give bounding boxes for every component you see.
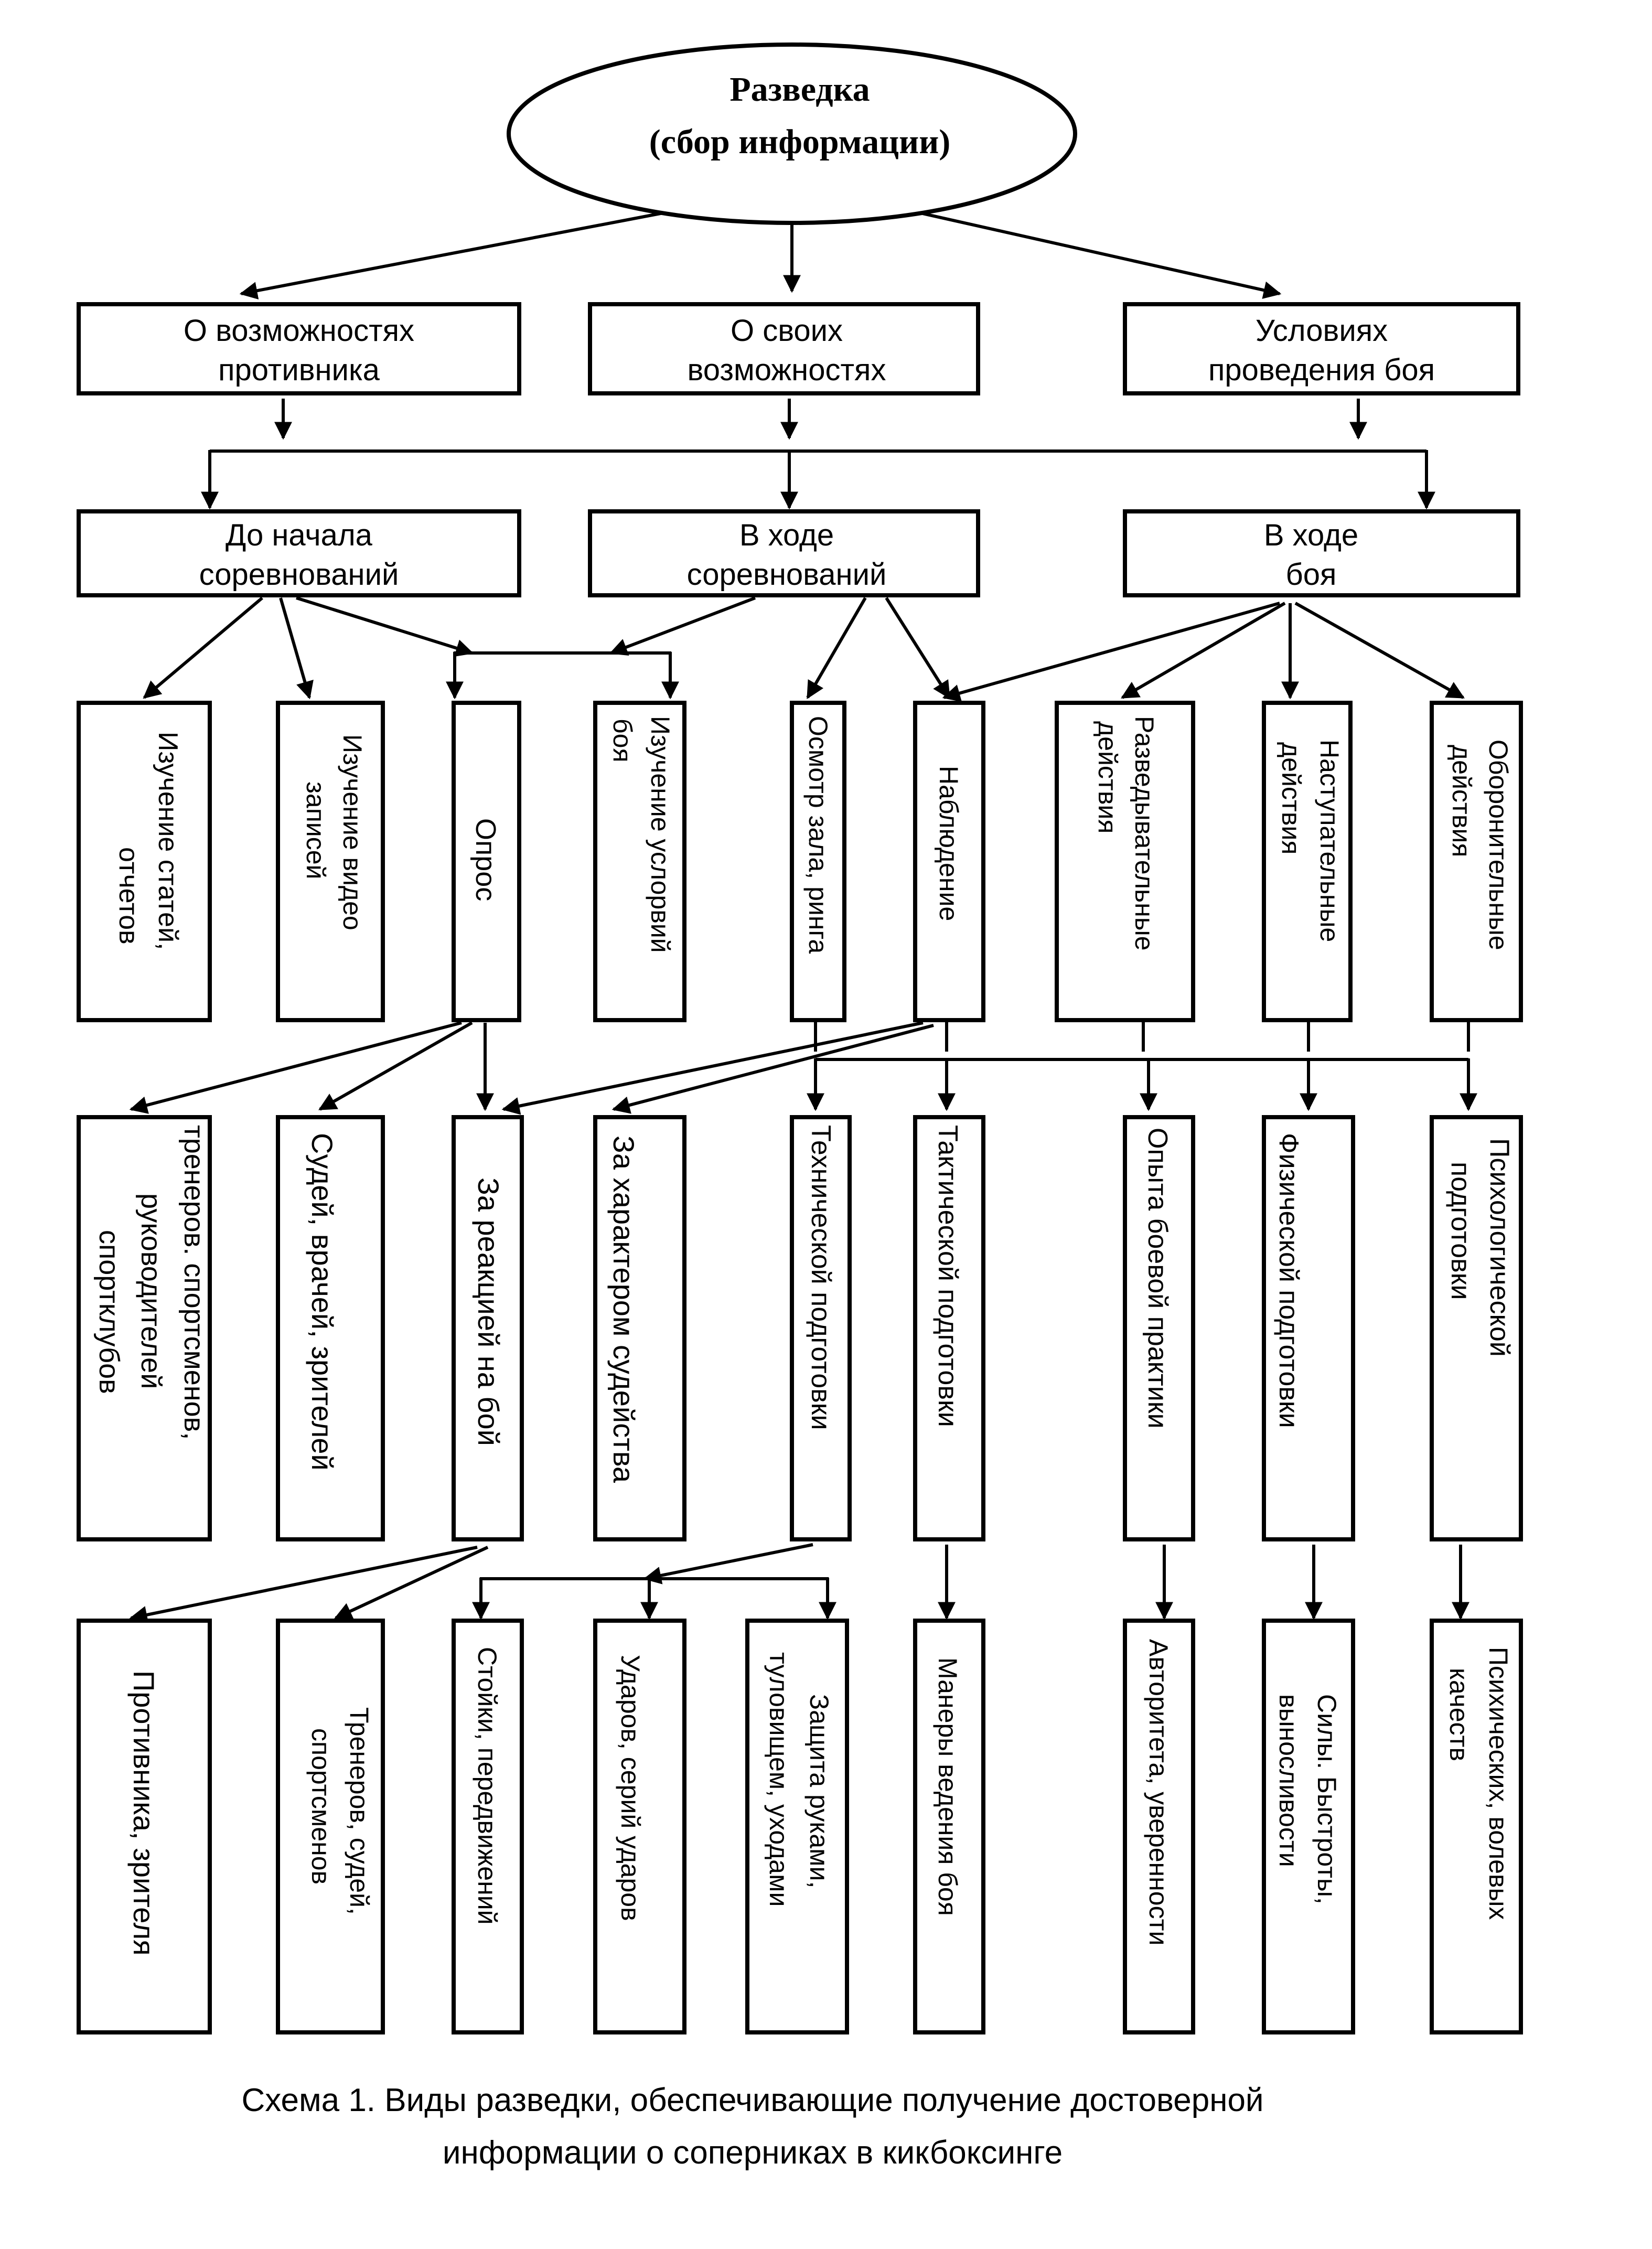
level3-box-conditions: Изучение услорвий боя: [593, 701, 686, 1022]
level3-box-recon-actions: Разведывательные действия: [1055, 701, 1195, 1022]
level5-box-coaches-judges: Тренеров, судей, спортсменов: [276, 1619, 385, 2034]
level3-label: действия: [1447, 745, 1476, 857]
level4-label: подготовки: [1445, 1162, 1476, 1300]
level5-label: Манеры ведения боя: [933, 1657, 962, 1916]
level3-box-articles: Изучение статей, отчетов: [77, 701, 212, 1022]
level4-box-reaction: За реакцией на бой: [452, 1115, 524, 1541]
figure-caption-line2: информации о соперниках в кикбоксинге: [443, 2135, 1063, 2171]
level3-label: действия: [1093, 721, 1122, 833]
level4-label: Физической подготовки: [1273, 1133, 1304, 1428]
level2-box-before: До начала соревнований: [77, 509, 521, 597]
level3-label: Изучение статей,: [153, 732, 183, 950]
level3-box-hall-inspection: Осмотр зала, ринга: [790, 701, 846, 1022]
level4-label: За реакцией на бой: [472, 1177, 505, 1446]
root-node: Разведка (сбор информации): [507, 42, 1077, 225]
level3-label: боя: [608, 719, 637, 763]
level4-label: тренеров. спортсменов,: [178, 1125, 210, 1440]
level2-label: В ходе: [1264, 518, 1358, 552]
level5-label: Ударов, серий ударов: [616, 1655, 645, 1921]
level3-box-video: Изучение видео записей: [276, 701, 385, 1022]
level5-label: Тренеров, судей,: [345, 1707, 374, 1915]
level4-box-physical: Физической подготовки: [1262, 1115, 1355, 1541]
level1-label: О своих: [731, 314, 843, 348]
level4-label: Технической подготовки: [806, 1125, 836, 1430]
figure-caption-line1: Схема 1. Виды разведки, обеспечивающие п…: [241, 2082, 1263, 2118]
level2-label: До начала: [226, 518, 373, 552]
level5-box-defense: Защита руками, туловищем, уходами: [745, 1619, 849, 2034]
level1-label: возможностях: [688, 353, 886, 387]
connectors: [129, 211, 1477, 1624]
level5-label: Защита руками,: [804, 1694, 834, 1888]
level1-label: проведения боя: [1208, 353, 1435, 387]
level4-label: руководителей: [135, 1193, 167, 1389]
level4-label: Психологической: [1484, 1138, 1515, 1357]
level5-box-mental-qualities: Психических, волевых качеств: [1430, 1619, 1523, 2034]
level5-label: Силы. Быстроты,: [1312, 1694, 1342, 1904]
level3-label: Опрос: [470, 818, 501, 901]
level4-label: Судей, врачей, зрителей: [306, 1133, 339, 1471]
level1-box-opponent: О возможностях противника: [77, 302, 521, 395]
level5-box-authority: Авторитета, уверенности: [1123, 1619, 1195, 2034]
level3-label: Оборонительные: [1484, 740, 1513, 950]
level3-box-defensive-actions: Оборонительные действия: [1430, 701, 1523, 1022]
level5-label: Противника, зрителя: [127, 1670, 160, 1956]
level3-box-observation: Наблюдение: [913, 701, 985, 1022]
level3-label: Изучение услорвий: [646, 716, 675, 953]
level5-label: Авторитета, уверенности: [1144, 1639, 1173, 1945]
level4-box-judges: Судей, врачей, зрителей: [276, 1115, 385, 1541]
level5-box-stances: Стойки, передвижений: [452, 1619, 524, 2034]
level5-label: Психических, волевых: [1484, 1647, 1513, 1920]
level4-label: спортклубов: [93, 1230, 125, 1394]
level3-label: записей: [301, 781, 330, 879]
level1-label: Условиях: [1256, 314, 1388, 348]
root-title: Разведка: [730, 70, 870, 109]
level4-label: За характером судейства: [607, 1136, 640, 1483]
level3-label: Разведывательные: [1130, 716, 1159, 950]
level2-label: соревнований: [687, 558, 887, 592]
level1-label: противника: [218, 353, 380, 387]
level1-label: О возможностях: [184, 314, 414, 348]
level3-box-offensive-actions: Наступательные действия: [1262, 701, 1353, 1022]
level1-box-conditions: Условиях проведения боя: [1123, 302, 1520, 395]
level4-box-psychological: Психологической подготовки: [1430, 1115, 1523, 1541]
level3-label: Наступательные: [1315, 740, 1344, 942]
level2-label: соревнований: [199, 558, 399, 592]
level4-label: Опыта боевой практики: [1142, 1128, 1173, 1429]
level2-label: боя: [1286, 558, 1337, 592]
level2-label: В ходе: [739, 518, 834, 552]
level5-label: спортсменов: [306, 1728, 336, 1884]
level2-box-during-competition: В ходе соревнований: [588, 509, 980, 597]
level1-box-own: О своих возможностях: [588, 302, 980, 395]
level5-box-fighting-manner: Манеры ведения боя: [913, 1619, 985, 2034]
level3-box-survey: Опрос: [452, 701, 521, 1022]
level5-label: Стойки, передвижений: [473, 1647, 502, 1925]
level3-label: Наблюдение: [934, 766, 963, 921]
level3-label: Осмотр зала, ринга: [803, 716, 833, 954]
level4-box-coaches: тренеров. спортсменов, руководителей спо…: [77, 1115, 212, 1541]
level5-label: качеств: [1444, 1668, 1474, 1761]
level5-box-opponent-spectator: Противника, зрителя: [77, 1619, 212, 2034]
level2-box-during-fight: В ходе боя: [1123, 509, 1520, 597]
level4-box-technical: Технической подготовки: [790, 1115, 852, 1541]
level5-box-strength: Силы. Быстроты, выносливости: [1262, 1619, 1355, 2034]
level3-label: действия: [1276, 742, 1306, 854]
level5-label: туловищем, уходами: [764, 1652, 793, 1907]
level4-label: Тактической подготовки: [932, 1125, 963, 1427]
level5-box-strikes: Ударов, серий ударов: [593, 1619, 686, 2034]
level4-box-tactical: Тактической подготовки: [913, 1115, 985, 1541]
level5-label: выносливости: [1274, 1694, 1303, 1867]
level4-box-combat-practice: Опыта боевой практики: [1123, 1115, 1195, 1541]
root-subtitle: (сбор информации): [649, 123, 950, 161]
level4-box-judging: За характером судейства: [593, 1115, 686, 1541]
level3-label: отчетов: [113, 847, 144, 945]
level3-label: Изучение видео: [338, 734, 367, 930]
